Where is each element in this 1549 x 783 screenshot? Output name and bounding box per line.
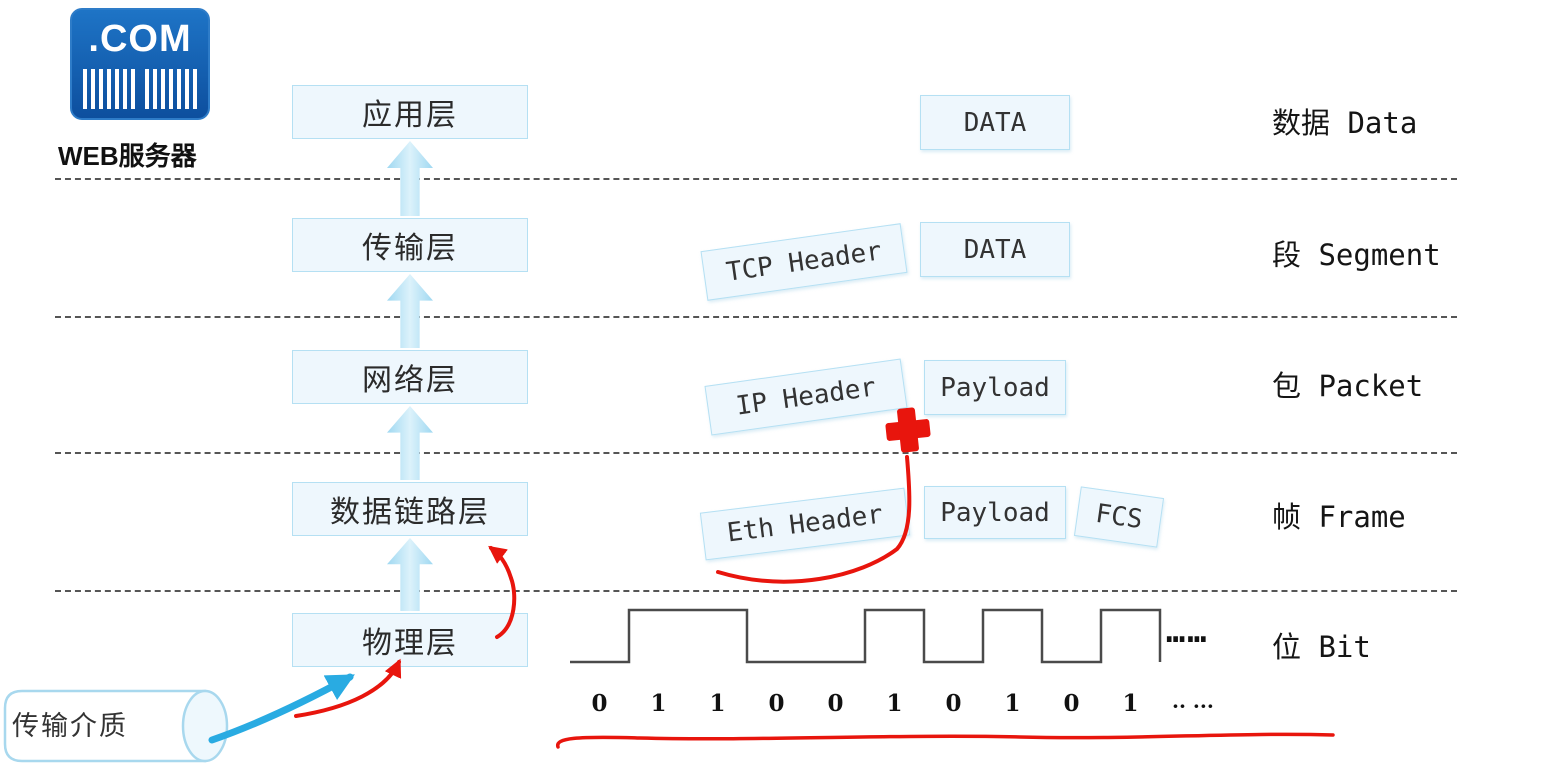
tcp-header-box: TCP Header xyxy=(700,223,908,301)
bit-value: 1 xyxy=(1004,690,1021,717)
layer-up-arrow-3 xyxy=(387,406,433,480)
bit-value: 0 xyxy=(591,690,608,717)
pdu-label-frame: 帧 Frame xyxy=(1272,500,1406,534)
red-arrow-to-physical xyxy=(294,658,402,718)
barcode-icon xyxy=(83,69,197,109)
payload-box-network: Payload xyxy=(924,360,1066,415)
layer-divider-4 xyxy=(55,590,1457,592)
fcs-box: FCS xyxy=(1073,486,1165,548)
layer-box-network: 网络层 xyxy=(292,350,528,404)
layer-divider-1 xyxy=(55,178,1457,180)
bits-ellipsis: ·· ··· xyxy=(1172,694,1214,718)
ip-header-box: IP Header xyxy=(704,358,908,436)
barcode-stripes-left xyxy=(83,69,135,109)
payload-box-datalink: Payload xyxy=(924,486,1066,539)
bit-values-row: 0 1 1 0 0 1 0 1 0 1 xyxy=(570,690,1160,717)
layer-divider-3 xyxy=(55,452,1457,454)
layer-box-transport: 传输层 xyxy=(292,218,528,272)
pdu-label-bit: 位 Bit xyxy=(1272,630,1371,664)
data-box-application: DATA xyxy=(920,95,1070,150)
pdu-label-packet: 包 Packet xyxy=(1272,369,1424,403)
layer-box-application: 应用层 xyxy=(292,85,528,139)
bit-value: 1 xyxy=(709,690,726,717)
layer-divider-2 xyxy=(55,316,1457,318)
layer-box-datalink: 数据链路层 xyxy=(292,482,528,536)
layer-up-arrow-4 xyxy=(387,538,433,611)
waveform-ellipsis: …… xyxy=(1166,612,1209,650)
barcode-stripes-right xyxy=(145,69,197,109)
layer-up-arrow-2 xyxy=(387,274,433,348)
bit-value: 0 xyxy=(945,690,962,717)
bit-value: 1 xyxy=(886,690,903,717)
transmission-medium-label: 传输介质 xyxy=(12,711,128,741)
bit-value: 0 xyxy=(827,690,844,717)
pdu-label-segment: 段 Segment xyxy=(1272,238,1441,272)
bit-value: 1 xyxy=(1122,690,1139,717)
pdu-label-data: 数据 Data xyxy=(1272,106,1418,140)
logo-com-text: .COM xyxy=(88,18,192,60)
bit-value: 0 xyxy=(768,690,785,717)
bit-waveform xyxy=(570,608,1162,664)
layer-box-physical: 物理层 xyxy=(292,613,528,667)
eth-header-box: Eth Header xyxy=(699,487,911,561)
web-server-label: WEB服务器 xyxy=(58,141,197,171)
bit-value: 0 xyxy=(1063,690,1080,717)
data-box-transport: DATA xyxy=(920,222,1070,277)
red-underline-bits xyxy=(556,732,1335,749)
web-server-logo: .COM xyxy=(70,8,210,120)
bit-value: 1 xyxy=(650,690,667,717)
